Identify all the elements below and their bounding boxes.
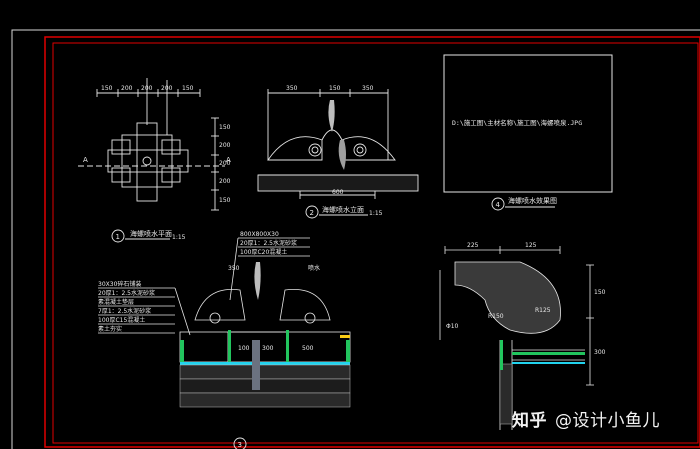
plan-dim-top-1: 150 <box>101 85 113 92</box>
detail-pipe-green <box>500 340 503 370</box>
effect-label: 海螺喷水效果图 <box>508 196 557 205</box>
layer-cyan <box>180 362 350 365</box>
detail-dim-1: 225 <box>467 242 479 249</box>
water-jet-elevation-2 <box>338 140 346 170</box>
pipe-yellow <box>340 335 350 338</box>
section-top-note-2: 20厚1：2.5水泥砂浆 <box>240 239 297 247</box>
section-dim-3: 300 <box>262 345 274 352</box>
detail-dim-3: 150 <box>594 289 606 296</box>
hatch-ground-1 <box>179 364 351 380</box>
effect-image-path: D:\施工图\主材名称\施工图\海螺喷泉.JPG <box>452 118 582 127</box>
section-top-note-1: 800X800X30 <box>240 231 279 238</box>
section-layer-5: 100厚C15混凝土 <box>98 316 145 324</box>
plan-circle-number: 1 <box>116 233 120 241</box>
plan-dim-right-1: 150 <box>219 124 231 131</box>
detail-dim-5: R125 <box>535 307 551 314</box>
layer-green-basin <box>228 330 231 380</box>
plan-scale: 1:15 <box>172 234 186 241</box>
plan-dim-right-5: 150 <box>219 197 231 204</box>
layer-green-left <box>180 340 184 380</box>
elevation-scale: 1:15 <box>369 210 383 217</box>
plan-dim-right-4: 200 <box>219 178 231 185</box>
effect-circle-number: 4 <box>496 201 501 209</box>
red-frame-outer <box>44 36 700 448</box>
elev-dim-bottom: 600 <box>332 189 344 196</box>
section-label-group: 3 <box>233 437 247 449</box>
section-mark-a-left: A <box>83 156 88 164</box>
plan-dim-right-3: 200 <box>219 160 231 167</box>
plan-view <box>78 78 225 211</box>
elevation-circle-number: 2 <box>310 209 314 217</box>
hatch-ground-2 <box>179 378 351 394</box>
layer-green-basin-r <box>286 330 289 380</box>
water-jet-section <box>254 262 261 300</box>
red-frame-inner <box>52 42 699 444</box>
section-layer-3: 素混凝土垫层 <box>98 298 134 306</box>
section-dim-4: 500 <box>302 345 314 352</box>
pipe-center <box>252 340 260 390</box>
detail-wall-hatch <box>499 363 513 425</box>
detail-dim-2: 125 <box>525 242 537 249</box>
section-mark-a-right: A <box>226 156 231 164</box>
plan-view-label: 海螺喷水平面 <box>130 229 172 238</box>
section-layer-1: 30X30碎石铺装 <box>98 280 141 288</box>
elev-dim-2: 150 <box>329 85 341 92</box>
section-dim-2: 100 <box>238 345 250 352</box>
plan-dim-top-4: 200 <box>161 85 173 92</box>
zhihu-watermark: 知乎 @设计小鱼儿 <box>512 406 660 431</box>
plan-dim-top-2: 200 <box>121 85 133 92</box>
section-dim-1: 350 <box>228 265 240 272</box>
zhihu-logo: 知乎 <box>512 411 547 431</box>
plan-dim-right-2: 200 <box>219 142 231 149</box>
section-layer-2: 20厚1：2.5水泥砂浆 <box>98 289 155 297</box>
detail-cyan-layer <box>512 362 585 364</box>
effect-image-frame <box>443 54 613 193</box>
elevation-view <box>257 89 419 199</box>
plan-dim-top-3: 200 <box>141 85 153 92</box>
elev-dim-1: 350 <box>286 85 298 92</box>
elevation-label-group: 2 海螺喷水立面 1:15 <box>305 205 383 219</box>
outer-frame <box>11 29 700 449</box>
effect-label-group: 4 海螺喷水效果图 <box>491 196 557 211</box>
watermark-author: @设计小鱼儿 <box>555 411 660 431</box>
section-layer-6: 素土夯实 <box>98 325 122 333</box>
elevation-label: 海螺喷水立面 <box>322 205 364 214</box>
detail-dim-7: Φ10 <box>446 323 459 330</box>
hatch-ground-3 <box>179 392 351 408</box>
plan-label-group: 1 海螺喷水平面 1:15 <box>111 229 186 243</box>
detail-green-layer <box>512 352 585 355</box>
section-circle-number: 3 <box>238 441 242 449</box>
section-jet-label: 喷水 <box>308 264 320 272</box>
elev-dim-3: 350 <box>362 85 374 92</box>
detail-view <box>439 246 594 430</box>
plan-dim-top-5: 150 <box>182 85 194 92</box>
layer-green-right <box>346 340 350 380</box>
detail-dim-4: 300 <box>594 349 606 356</box>
section-layer-4: 7厚1：2.5水泥砂浆 <box>98 307 151 315</box>
section-top-note-3: 100厚C20混凝土 <box>240 248 287 256</box>
detail-dim-6: R150 <box>488 313 504 320</box>
water-jet-elevation <box>328 100 335 132</box>
